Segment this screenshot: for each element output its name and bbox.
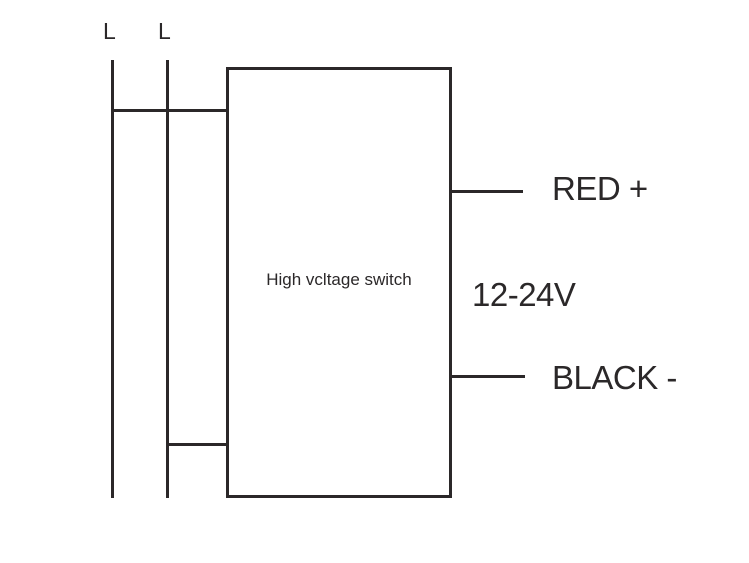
input-wire-l2 [166, 60, 169, 498]
output-wire-red [452, 190, 523, 193]
terminal-label-l1: L [103, 18, 116, 44]
output-voltage-label: 12-24V [472, 276, 576, 313]
terminal-label-l2: L [158, 18, 171, 44]
output-label-black-negative: BLACK - [552, 359, 677, 396]
output-wire-black [452, 375, 525, 378]
input-wire-l1 [111, 60, 114, 498]
switch-box [226, 67, 452, 498]
connector-wire-l1-to-box [111, 109, 229, 112]
connector-wire-l2-to-box [166, 443, 229, 446]
output-label-red-positive: RED + [552, 170, 648, 207]
switch-box-label: High vcltage switch [266, 270, 412, 289]
